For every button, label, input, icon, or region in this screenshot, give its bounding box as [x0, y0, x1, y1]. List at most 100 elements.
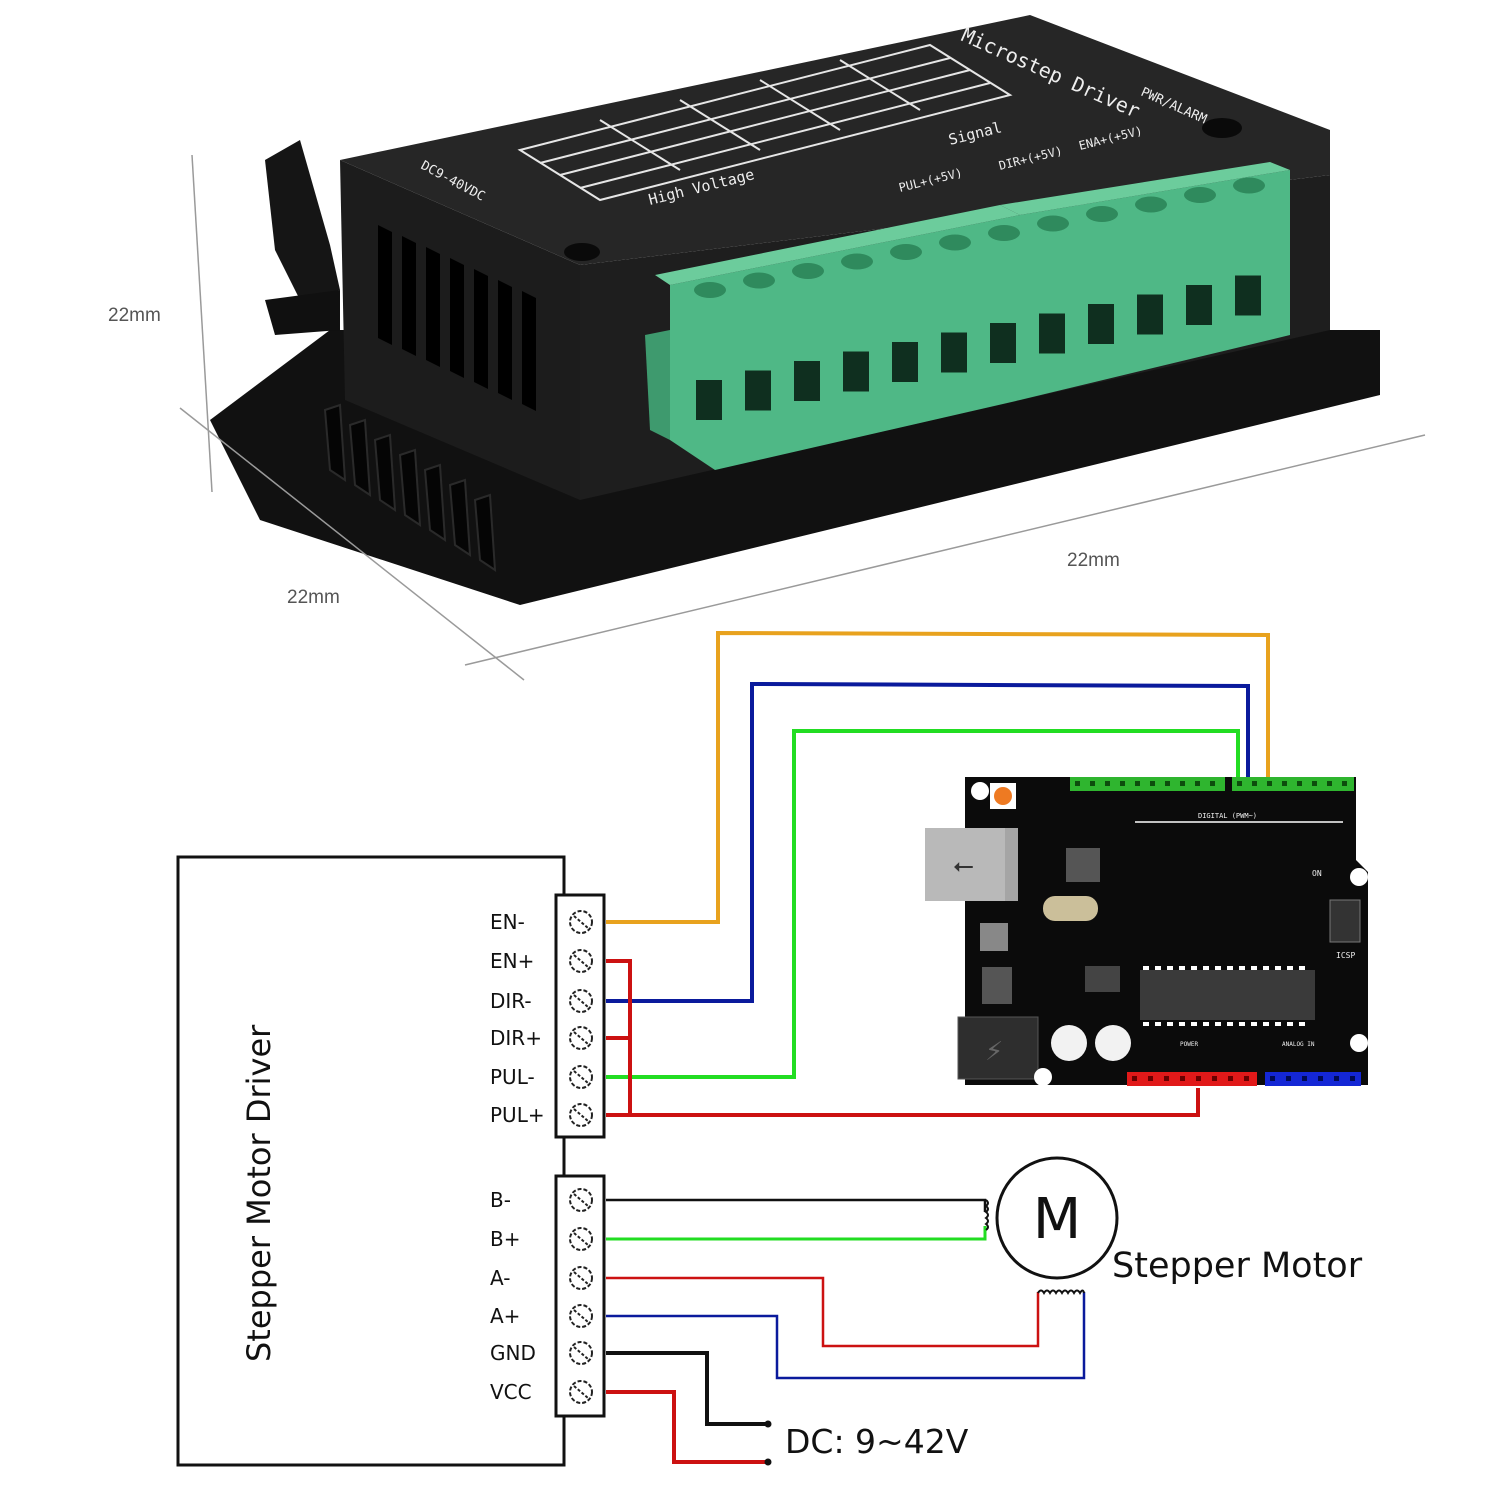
power-header — [1127, 1072, 1257, 1086]
pin-label-driver.signal_pins-4: PUL- — [490, 1065, 535, 1089]
chip-pin — [1263, 1022, 1269, 1026]
motor-symbol-letter: M — [1033, 1187, 1081, 1252]
screw-terminal-icon — [569, 1380, 593, 1404]
chip-pin — [1179, 966, 1185, 970]
terminal-wire-slot — [892, 342, 918, 382]
chip-pin — [1227, 966, 1233, 970]
vent-slots — [378, 225, 536, 411]
terminal-wire-slot — [1235, 275, 1261, 316]
wire-en-minus — [606, 630, 1270, 924]
header-pin — [1105, 781, 1110, 786]
terminal-wire-slot — [990, 323, 1016, 363]
chip-pin — [1143, 966, 1149, 970]
screw-terminal-icon — [569, 989, 593, 1013]
stepper-motor: M Stepper Motor — [984, 1156, 1363, 1295]
motor-label: Stepper Motor — [1112, 1246, 1363, 1286]
terminal-wire-slot — [696, 380, 722, 420]
coil-b-icon — [984, 1199, 989, 1231]
header-pin — [1327, 781, 1332, 786]
chip-pin — [1203, 1022, 1209, 1026]
terminal-wire-slot — [843, 351, 869, 392]
header-pin — [1270, 1076, 1275, 1081]
header-pin — [1312, 781, 1317, 786]
screw-terminal-icon — [569, 910, 593, 934]
capacitor — [1095, 1025, 1131, 1061]
pin-label-driver.signal_pins-1: EN+ — [490, 949, 534, 973]
wire-b-minus — [606, 1198, 987, 1212]
on-led-label: ON — [1312, 869, 1322, 878]
power-bolt-icon: ⚡ — [985, 1037, 1003, 1067]
header-pin — [1120, 781, 1125, 786]
atmega-chip — [1140, 970, 1315, 1020]
wire-dir-minus — [606, 681, 1250, 1003]
chip-pin — [1299, 966, 1305, 970]
pin-label-driver.power_pins-1: B+ — [490, 1227, 520, 1251]
chip-pin — [1239, 966, 1245, 970]
chip-pin — [1143, 1022, 1149, 1026]
header-pin — [1297, 781, 1302, 786]
header-pin — [1286, 1076, 1291, 1081]
board-mount-hole — [971, 782, 989, 800]
header-pin — [1090, 781, 1095, 786]
analog-header-label: ANALOG IN — [1282, 1041, 1315, 1048]
chip-pin — [1239, 1022, 1245, 1026]
terminal-screw — [792, 263, 824, 279]
terminal-screw — [1135, 196, 1167, 213]
terminal-screw — [1233, 177, 1265, 194]
terminal-block-signal — [1000, 162, 1290, 400]
header-pin — [1075, 781, 1080, 786]
pin-label-driver.signal_pins-2: DIR- — [490, 989, 532, 1013]
reset-button — [994, 787, 1012, 805]
wire-a-minus — [606, 1276, 1040, 1348]
board-mount-hole — [1350, 1034, 1368, 1052]
screw-terminal-icon — [569, 1026, 593, 1050]
screw-terminal-icon — [569, 1304, 593, 1328]
power-supply-label: DC: 9~42V — [785, 1422, 969, 1461]
mounting-flange-lower — [265, 290, 340, 335]
digital-header-right — [1232, 777, 1354, 791]
chip-pin — [1287, 966, 1293, 970]
supply-positive-terminal — [764, 1458, 772, 1466]
header-pin — [1180, 781, 1185, 786]
width-dimension-label: 22mm — [1067, 550, 1120, 571]
header-pin — [1252, 781, 1257, 786]
chip-pin — [1263, 966, 1269, 970]
screw-terminal-icon — [569, 1103, 593, 1127]
driver-box — [176, 855, 566, 1467]
terminal-screw — [988, 225, 1020, 241]
height-dimension-label: 22mm — [108, 305, 161, 326]
chip-pin — [1155, 966, 1161, 970]
screw-terminal-icon — [569, 949, 593, 973]
motor-symbol — [995, 1156, 1119, 1280]
digital-header-label: DIGITAL (PWM~) — [1198, 812, 1257, 820]
terminal-wire-slot — [745, 370, 771, 411]
header-pin — [1244, 1076, 1249, 1081]
mounting-hole — [564, 243, 600, 261]
header-pin — [1180, 1076, 1185, 1081]
screw-terminal-icon — [569, 1266, 593, 1290]
capacitor — [1051, 1025, 1087, 1061]
header-pin — [1237, 781, 1242, 786]
terminal-wire-slot — [1137, 294, 1163, 335]
arduino-board: ⭠ ⚡ ICSP ON DIGITAL (PWM~) — [925, 777, 1368, 1086]
terminal-screws — [694, 177, 1265, 420]
chip-pin — [1155, 1022, 1161, 1026]
analog-header — [1265, 1072, 1361, 1086]
header-pin — [1318, 1076, 1323, 1081]
microstep-table — [517, 43, 1013, 202]
chip-pin — [1275, 1022, 1281, 1026]
terminal-screw — [1184, 187, 1216, 203]
board-mount-hole — [1034, 1068, 1052, 1086]
terminal-screw — [743, 272, 775, 289]
pin-label-driver.power_pins-4: GND — [490, 1341, 536, 1365]
header-pin — [1132, 1076, 1137, 1081]
terminal-wire-slot — [794, 361, 820, 401]
chip-pin — [1251, 966, 1257, 970]
usb-port — [925, 828, 1018, 901]
wire-gnd — [606, 1351, 768, 1426]
power-terminal-block — [554, 1174, 606, 1418]
driver-title: Stepper Motor Driver — [240, 1024, 278, 1362]
signal-terminal-block — [554, 893, 606, 1139]
coil-a-icon — [1037, 1289, 1085, 1295]
power-header-label: POWER — [1180, 1041, 1198, 1048]
